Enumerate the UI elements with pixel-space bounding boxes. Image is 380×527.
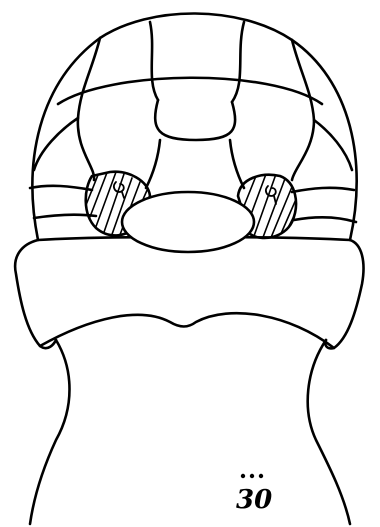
neck-left-outline xyxy=(30,340,70,524)
left-inner-seam xyxy=(150,22,158,100)
transverse-upper-left xyxy=(30,186,92,190)
right-ear-flap xyxy=(325,240,363,348)
transverse-lower-left xyxy=(34,215,96,218)
transverse-upper-right xyxy=(292,188,354,192)
central-oval xyxy=(122,192,254,252)
plate-number: 30 xyxy=(236,485,272,515)
left-ear-flap xyxy=(15,240,56,348)
right-inner-seam xyxy=(232,22,244,102)
jaw-line xyxy=(40,313,334,348)
right-mid-curve xyxy=(314,120,352,170)
left-outer-seam xyxy=(78,38,100,180)
upper-arch-line xyxy=(58,78,322,104)
plate-number-dots xyxy=(241,474,263,478)
right-outer-seam xyxy=(292,40,314,180)
neck-right-outline xyxy=(308,340,350,524)
transverse-lower-right xyxy=(294,217,356,222)
central-lobe xyxy=(155,100,235,140)
right-stalk xyxy=(230,140,244,188)
left-stalk xyxy=(146,140,160,188)
